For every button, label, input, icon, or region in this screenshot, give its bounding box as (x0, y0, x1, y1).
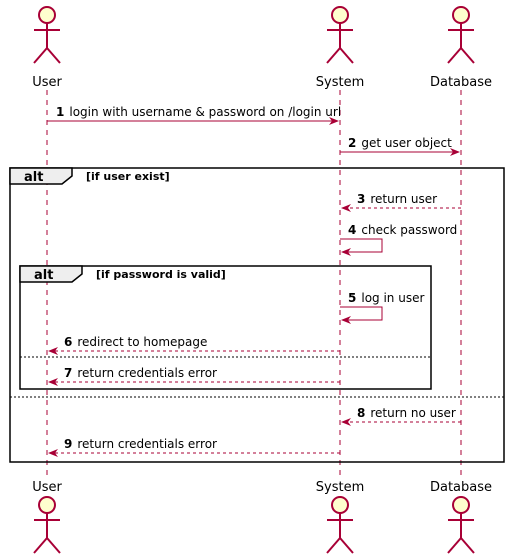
alt-condition: [if user exist] (86, 170, 170, 183)
message-label: redirect to homepage (77, 335, 207, 349)
message-4: 4 check password (340, 223, 457, 256)
actor-database-top: Database (430, 6, 492, 90)
alt-keyword: alt (24, 170, 43, 185)
actor-icon (447, 6, 475, 64)
message-number: 8 (357, 406, 365, 420)
message-5: 5 log in user (340, 291, 424, 324)
message-9: 9 return credentials error (48, 437, 340, 457)
actor-label: Database (430, 75, 492, 90)
message-number: 9 (64, 437, 72, 451)
message-number: 4 (348, 223, 356, 237)
actor-icon (326, 6, 354, 64)
message-number: 7 (64, 366, 72, 380)
message-label: login with username & password on /login… (69, 105, 341, 119)
actor-label: Database (430, 480, 492, 495)
message-2: 2 get user object (340, 136, 460, 156)
message-label: return user (370, 192, 437, 206)
message-3: 3 return user (341, 192, 461, 212)
message-label: return credentials error (77, 437, 217, 451)
actor-system-top: System (316, 6, 364, 90)
message-label: return no user (370, 406, 456, 420)
message-8: 8 return no user (341, 406, 461, 426)
actor-label: User (32, 75, 62, 90)
message-1: 1 login with username & password on /logi… (47, 105, 341, 125)
message-number: 2 (348, 136, 356, 150)
message-label: check password (361, 223, 457, 237)
actor-system-bottom: System (316, 480, 364, 554)
message-number: 6 (64, 335, 72, 349)
alt-frame-user-exists: alt [if user exist] (9, 167, 505, 463)
actor-label: User (32, 480, 62, 495)
message-number: 1 (56, 105, 64, 119)
actor-label: System (316, 75, 364, 90)
alt-keyword: alt (34, 268, 53, 283)
alt-frame-password-valid: alt [if password is valid] (19, 265, 432, 390)
message-label: log in user (361, 291, 424, 305)
message-label: get user object (361, 136, 452, 150)
actor-database-bottom: Database (430, 480, 492, 554)
actor-icon (447, 496, 475, 554)
message-label: return credentials error (77, 366, 217, 380)
message-6: 6 redirect to homepage (48, 335, 340, 355)
actor-icon (33, 496, 61, 554)
actor-icon (33, 6, 61, 64)
message-number: 5 (348, 291, 356, 305)
actor-icon (326, 496, 354, 554)
message-7: 7 return credentials error (48, 366, 340, 386)
alt-condition: [if password is valid] (96, 268, 226, 281)
actor-user-top: User (32, 6, 62, 90)
actor-label: System (316, 480, 364, 495)
actor-user-bottom: User (32, 480, 62, 554)
message-number: 3 (357, 192, 365, 206)
